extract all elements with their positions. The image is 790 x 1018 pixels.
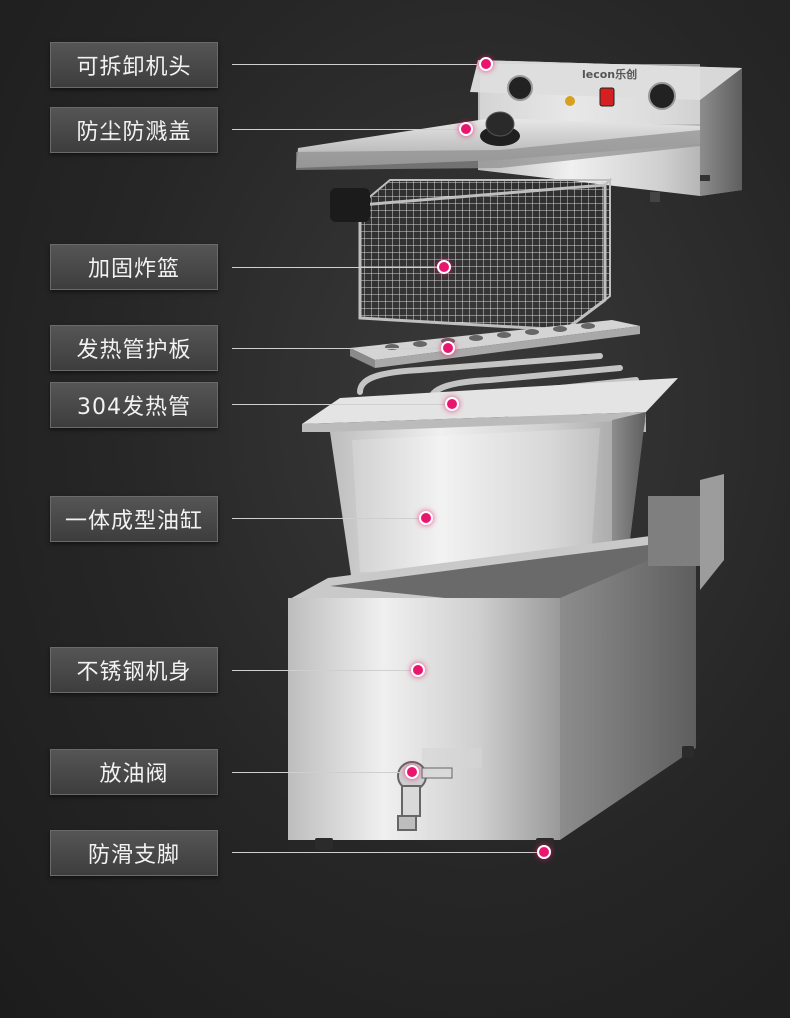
spec-label-blurred bbox=[422, 748, 482, 768]
leader-line-head bbox=[232, 64, 480, 65]
brand-logo: lecon乐创 bbox=[582, 67, 637, 81]
hotspot-tube[interactable] bbox=[445, 397, 459, 411]
hotspot-body[interactable] bbox=[411, 663, 425, 677]
hotspot-head[interactable] bbox=[479, 57, 493, 71]
leader-line-guard bbox=[232, 348, 442, 349]
leader-line-lid bbox=[232, 129, 460, 130]
hotspot-guard[interactable] bbox=[441, 341, 455, 355]
heater-guard-plate bbox=[350, 320, 640, 368]
leader-line-tube bbox=[232, 404, 446, 405]
indicator-light-icon bbox=[565, 96, 575, 106]
leader-line-body bbox=[232, 670, 412, 671]
label-non-slip-feet: 防滑支脚 bbox=[50, 830, 218, 876]
label-fryer-body: 不锈钢机身 bbox=[50, 647, 218, 693]
leader-line-valve bbox=[232, 772, 406, 773]
valve-handle-icon bbox=[421, 767, 453, 779]
label-splash-lid: 防尘防溅盖 bbox=[50, 107, 218, 153]
hotspot-lid[interactable] bbox=[459, 122, 473, 136]
timer-knob-icon bbox=[648, 82, 676, 110]
splash-lid bbox=[296, 111, 700, 170]
label-fry-basket: 加固炸篮 bbox=[50, 244, 218, 290]
drain-bracket bbox=[648, 496, 708, 566]
lid-handle-icon bbox=[485, 111, 515, 137]
label-drain-valve: 放油阀 bbox=[50, 749, 218, 795]
thermostat-knob-icon bbox=[507, 75, 533, 101]
hotspot-basket[interactable] bbox=[437, 260, 451, 274]
leader-line-feet bbox=[232, 852, 538, 853]
label-detachable-head: 可拆卸机头 bbox=[50, 42, 218, 88]
basket-handle-icon bbox=[330, 188, 370, 222]
label-heater-guard: 发热管护板 bbox=[50, 325, 218, 371]
label-oil-tank: 一体成型油缸 bbox=[50, 496, 218, 542]
leader-line-tank bbox=[232, 518, 420, 519]
hotspot-feet[interactable] bbox=[537, 845, 551, 859]
power-switch-icon bbox=[599, 87, 615, 107]
fryer-body bbox=[288, 474, 724, 840]
label-heating-tube: 304发热管 bbox=[50, 382, 218, 428]
hotspot-tank[interactable] bbox=[419, 511, 433, 525]
leader-line-basket bbox=[232, 267, 438, 268]
fry-basket bbox=[330, 177, 613, 332]
hotspot-valve[interactable] bbox=[405, 765, 419, 779]
